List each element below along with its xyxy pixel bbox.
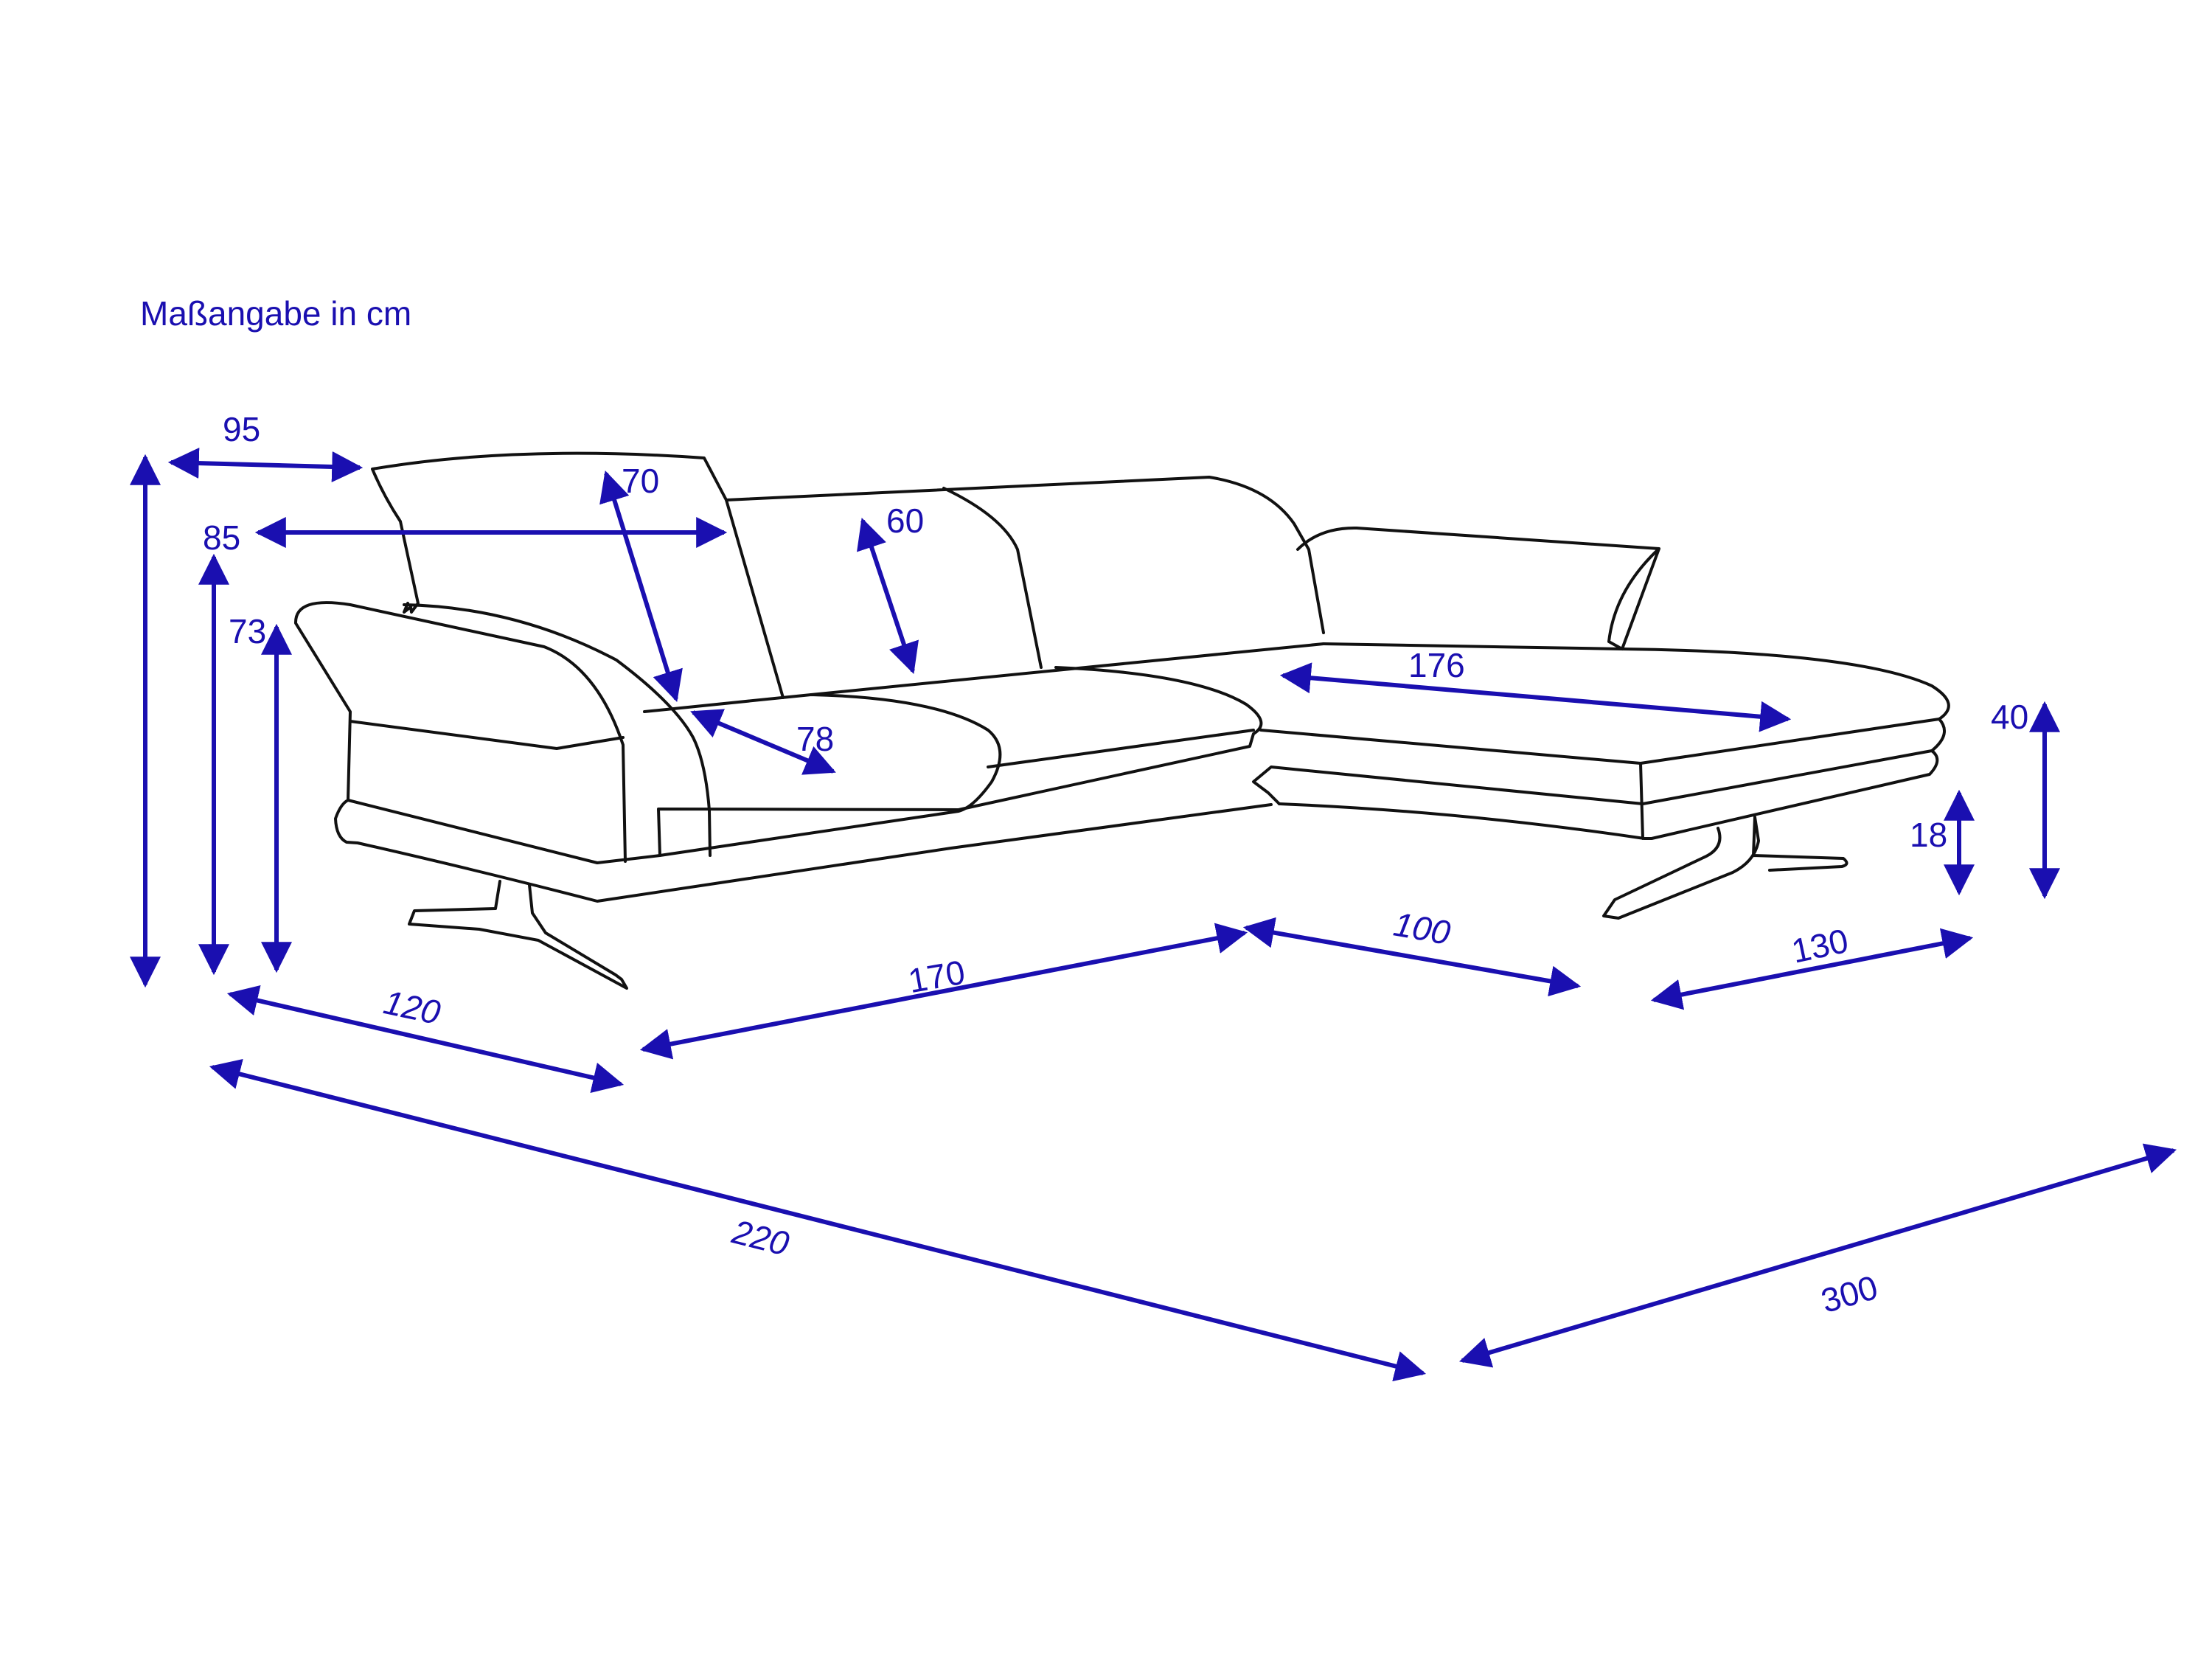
label-18: 18 <box>1910 816 1947 854</box>
arrow-130 <box>1650 928 1974 1010</box>
arrow-78 <box>690 709 836 775</box>
arrow-300 <box>1458 1143 2177 1368</box>
leg-left-front <box>408 880 628 990</box>
arrow-95 <box>167 448 364 482</box>
leg-right <box>1602 816 1848 920</box>
label-220: 220 <box>728 1212 793 1263</box>
left-armrest-side <box>347 799 661 864</box>
arrow-70 <box>599 470 683 703</box>
label-100: 100 <box>1391 904 1453 952</box>
arrow-176 <box>1279 662 1792 732</box>
arrow-170 <box>639 923 1248 1060</box>
chaise-side <box>1278 749 1939 840</box>
dimension-arrows <box>130 448 2177 1382</box>
left-armrest-top <box>293 601 1273 903</box>
chaise-top <box>1259 642 1950 765</box>
label-176: 176 <box>1408 646 1465 684</box>
label-73: 73 <box>229 612 266 650</box>
arrow-100 <box>1242 917 1582 997</box>
label-70: 70 <box>622 462 659 500</box>
label-120: 120 <box>380 982 444 1032</box>
label-40: 40 <box>1991 698 2028 736</box>
chaise-front <box>1252 718 1947 805</box>
unit-note: Maßangabe in cm <box>140 294 412 333</box>
label-170: 170 <box>905 953 968 1001</box>
arrow-60 <box>857 518 919 674</box>
dimension-labels: 95 85 73 70 60 78 176 40 18 120 170 100 … <box>203 410 2028 1320</box>
left-armrest <box>403 603 712 857</box>
label-78: 78 <box>796 720 834 758</box>
seat-cushion-left <box>643 693 1002 857</box>
left-headrest <box>371 451 785 699</box>
right-headrest <box>1296 526 1660 650</box>
arrow-220 <box>209 1058 1427 1382</box>
left-armrest-inner <box>349 603 627 863</box>
seat-cushion-middle <box>810 642 1325 811</box>
back-cushion-middle <box>725 476 1325 669</box>
label-60: 60 <box>886 501 924 540</box>
label-300: 300 <box>1817 1268 1882 1320</box>
sofa-outline <box>293 451 1950 990</box>
label-85: 85 <box>203 518 240 557</box>
label-95: 95 <box>223 410 260 448</box>
